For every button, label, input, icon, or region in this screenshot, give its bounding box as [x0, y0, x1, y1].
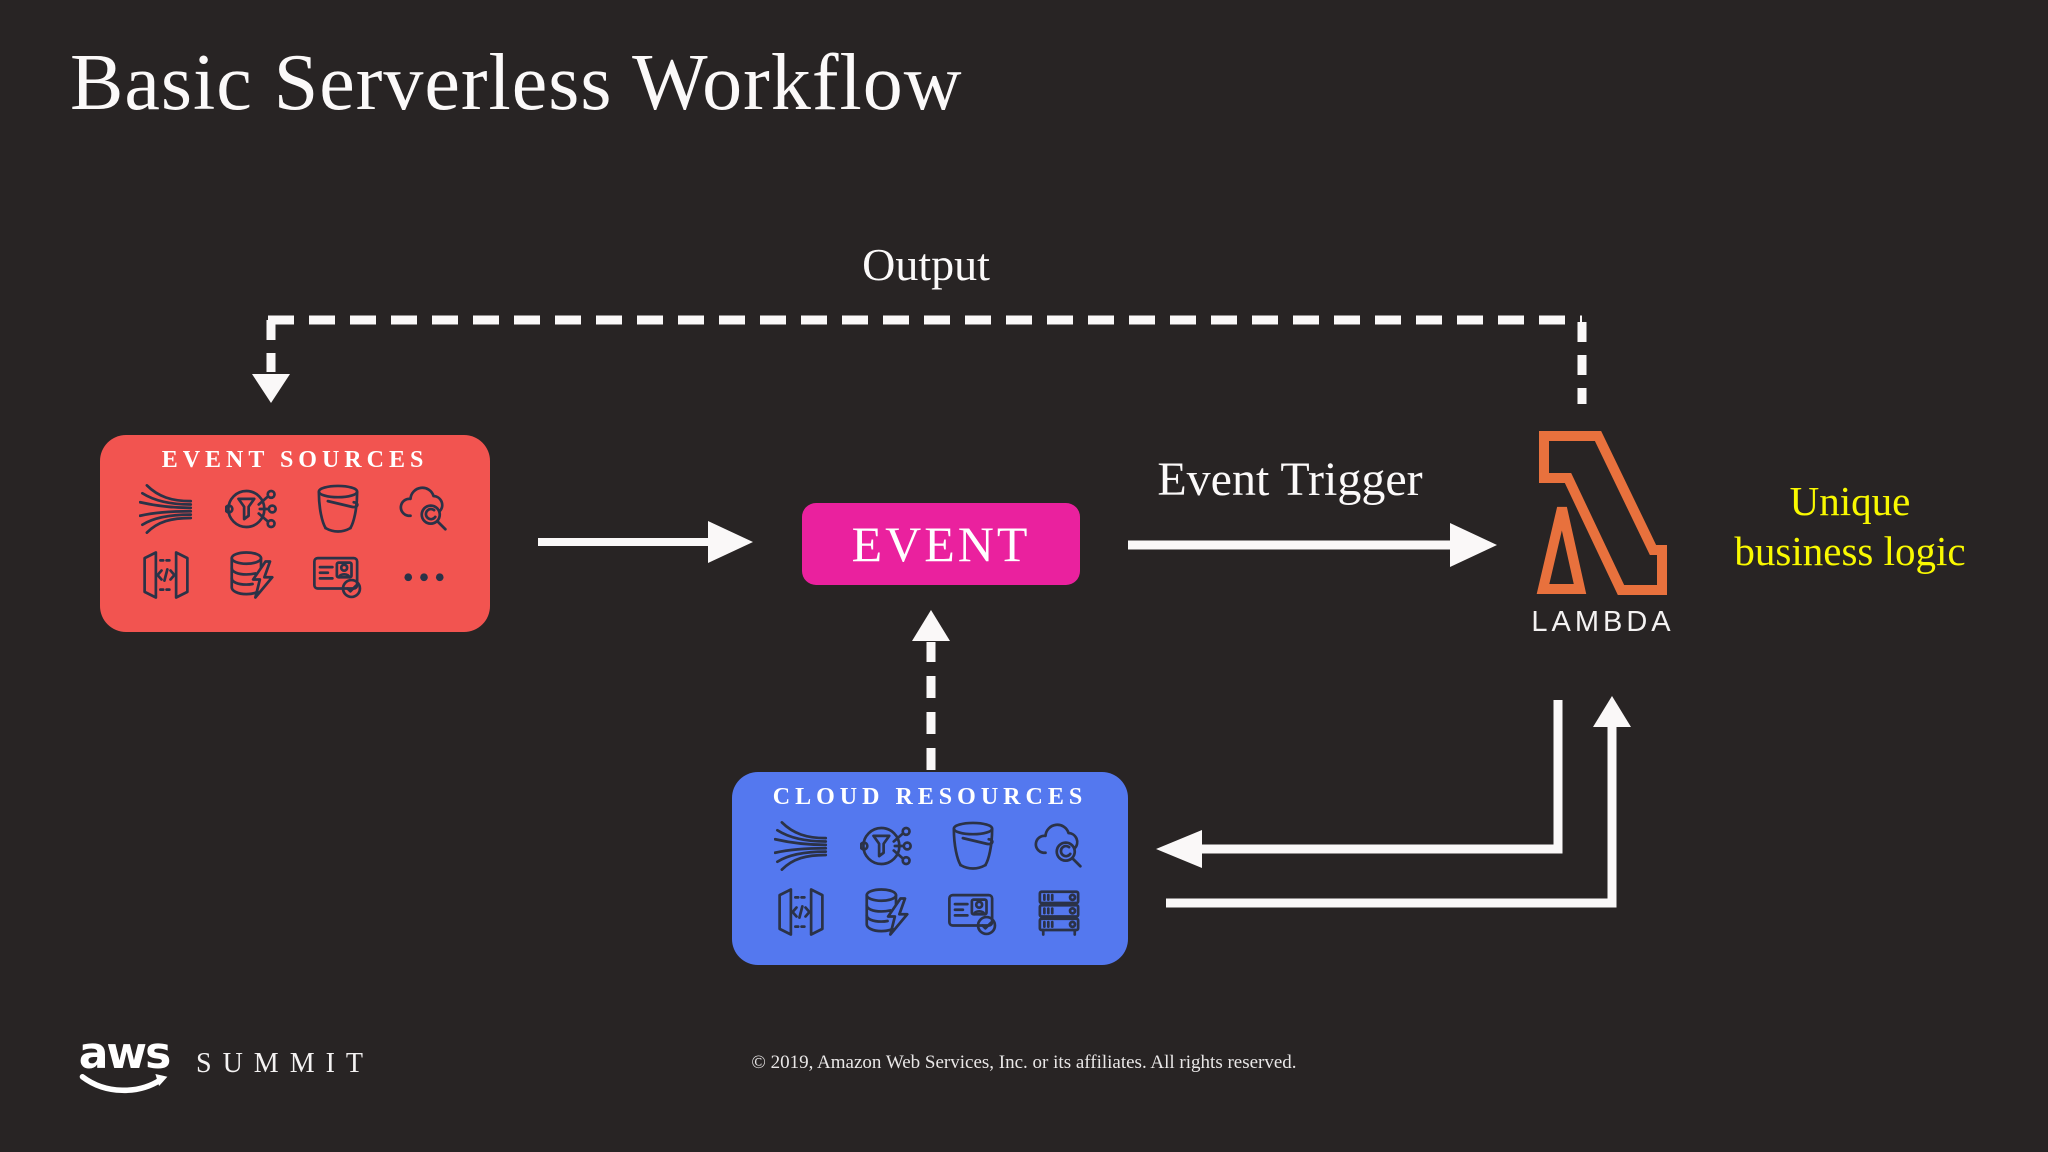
event-sources-icon-grid — [137, 480, 453, 604]
event-box-label: EVENT — [851, 516, 1031, 572]
cloud-search-icon — [395, 480, 453, 538]
lambda-icon — [1536, 431, 1667, 595]
sources-to-event-arrow — [538, 521, 753, 563]
database-lightning-icon — [223, 546, 281, 604]
event-box: EVENT — [802, 503, 1080, 585]
funnel-network-icon — [223, 480, 281, 538]
bucket-icon — [309, 480, 367, 538]
cloud-search-icon — [1030, 817, 1088, 875]
output-label: Output — [862, 239, 990, 290]
event-sources-box: EVENT SOURCES — [100, 435, 490, 632]
footer-logo: aws SUMMIT — [78, 1032, 375, 1098]
id-card-check-icon — [944, 883, 1002, 941]
cloud-resources-title: CLOUD RESOURCES — [772, 784, 1088, 810]
output-dashed-arrow — [252, 315, 1587, 404]
funnel-network-icon — [858, 817, 916, 875]
lambda-label: LAMBDA — [1531, 606, 1675, 638]
copyright-text: © 2019, Amazon Web Services, Inc. or its… — [751, 1052, 1297, 1073]
api-gateway-icon — [137, 546, 195, 604]
event-trigger-arrow — [1128, 523, 1497, 567]
page-title: Basic Serverless Workflow — [70, 39, 963, 127]
resources-to-lambda-arrow — [1166, 696, 1631, 908]
bucket-icon — [944, 817, 1002, 875]
resources-to-event-dashed-arrow — [912, 610, 950, 770]
cloud-resources-icon-grid — [772, 817, 1088, 941]
ellipsis-icon — [395, 546, 453, 604]
lambda-service: LAMBDA — [1508, 430, 1698, 639]
database-lightning-icon — [858, 883, 916, 941]
summit-wordmark: SUMMIT — [196, 1048, 375, 1079]
lambda-to-resources-arrow — [1156, 700, 1563, 868]
streams-icon — [772, 817, 830, 875]
aws-smile-icon — [79, 1073, 168, 1093]
aws-logo: aws — [78, 1032, 171, 1098]
unique-business-logic-label: Unique business logic — [1734, 478, 1966, 575]
event-trigger-label: Event Trigger — [1157, 453, 1423, 506]
streams-icon — [137, 480, 195, 538]
api-gateway-icon — [772, 883, 830, 941]
cloud-resources-box: CLOUD RESOURCES — [732, 772, 1128, 965]
server-rack-icon — [1030, 883, 1088, 941]
event-sources-title: EVENT SOURCES — [161, 447, 429, 473]
id-card-check-icon — [309, 546, 367, 604]
